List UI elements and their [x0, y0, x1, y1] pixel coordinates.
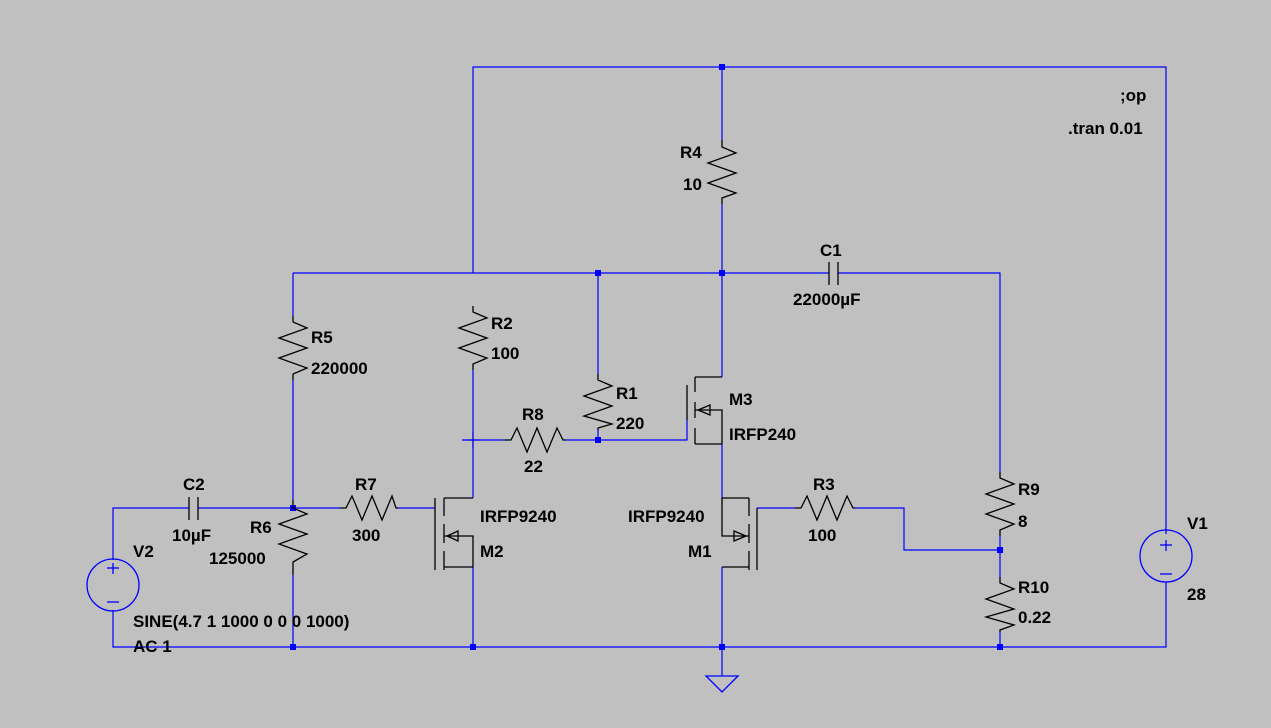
wires: [112, 66, 1167, 676]
directive-op[interactable]: ;op: [1120, 86, 1146, 105]
resistor-r8[interactable]: [505, 426, 566, 454]
label-r1-value: 220: [616, 414, 644, 433]
label-r9-name: R9: [1018, 480, 1040, 499]
wire-v1-ground: [112, 584, 1167, 648]
resistor-r2[interactable]: [457, 306, 489, 370]
junction-dot: [719, 64, 725, 70]
mosfet-m1[interactable]: [721, 497, 758, 570]
junction-dot: [997, 644, 1003, 650]
label-r1-name: R1: [616, 384, 638, 403]
label-r9-value: 8: [1018, 512, 1027, 531]
resistor-r7[interactable]: [340, 494, 398, 522]
label-m1-model: IRFP9240: [628, 507, 705, 526]
label-r8-value: 22: [524, 457, 543, 476]
directive-tran[interactable]: .tran 0.01: [1068, 119, 1143, 138]
junction-dot: [595, 437, 601, 443]
label-r2-name: R2: [491, 314, 513, 333]
label-v2-ac: AC 1: [133, 637, 172, 656]
wire-m3-gate: [598, 420, 688, 441]
label-r2-value: 100: [491, 344, 519, 363]
crossing-mark: [466, 432, 480, 448]
resistor-r4[interactable]: [706, 140, 738, 204]
label-m3-name: M3: [729, 390, 753, 409]
label-v1-name: V1: [1187, 514, 1208, 533]
label-m3-model: IRFP240: [729, 425, 796, 444]
resistor-r5[interactable]: [277, 316, 309, 380]
capacitor-c1[interactable]: [828, 262, 839, 285]
label-r7-value: 300: [352, 526, 380, 545]
resistor-r1[interactable]: [581, 374, 615, 430]
label-c2-name: C2: [183, 475, 205, 494]
label-v2-value: SINE(4.7 1 1000 0 0 0 1000): [133, 612, 349, 631]
junction-dot: [997, 547, 1003, 553]
wire-r3-out: [855, 507, 1000, 551]
junctions: [290, 64, 1003, 650]
label-c1-value: 22000µF: [793, 290, 860, 309]
label-r10-value: 0.22: [1018, 608, 1051, 627]
label-r3-name: R3: [813, 475, 835, 494]
mosfet-m3[interactable]: [686, 376, 723, 445]
label-v2-name: V2: [133, 542, 154, 561]
wire-c1-right: [838, 272, 1001, 472]
junction-dot: [719, 270, 725, 276]
resistor-r6[interactable]: [277, 500, 309, 575]
label-r6-name: R6: [250, 518, 272, 537]
label-c2-value: 10µF: [172, 526, 211, 545]
label-r3-value: 100: [808, 526, 836, 545]
label-r4-value: 10: [683, 175, 702, 194]
resistor-r3[interactable]: [795, 494, 855, 522]
resistor-r10[interactable]: [983, 577, 1017, 632]
label-r10-name: R10: [1018, 578, 1049, 597]
capacitor-c2[interactable]: [188, 497, 199, 520]
label-r7-name: R7: [355, 475, 377, 494]
wire-v2-c2: [112, 507, 189, 560]
junction-dot: [470, 644, 476, 650]
label-c1-name: C1: [820, 241, 842, 260]
junction-dot: [290, 644, 296, 650]
label-r5-value: 220000: [311, 359, 368, 378]
label-v1-value: 28: [1187, 585, 1206, 604]
label-m2-model: IRFP9240: [480, 507, 557, 526]
label-r4-name: R4: [680, 143, 702, 162]
junction-dot: [719, 644, 725, 650]
wire-top-rail: [472, 66, 1167, 527]
label-m2-name: M2: [480, 542, 504, 561]
label-r5-name: R5: [311, 328, 333, 347]
voltage-source-v1[interactable]: [1139, 527, 1193, 584]
label-r8-name: R8: [522, 405, 544, 424]
mosfet-m2[interactable]: [434, 497, 474, 570]
junction-dot: [595, 270, 601, 276]
voltage-source-v2[interactable]: [86, 558, 140, 612]
resistor-r9[interactable]: [984, 472, 1016, 536]
ground-icon: [704, 675, 740, 693]
label-m1-name: M1: [688, 542, 712, 561]
label-r6-value: 125000: [209, 549, 266, 568]
